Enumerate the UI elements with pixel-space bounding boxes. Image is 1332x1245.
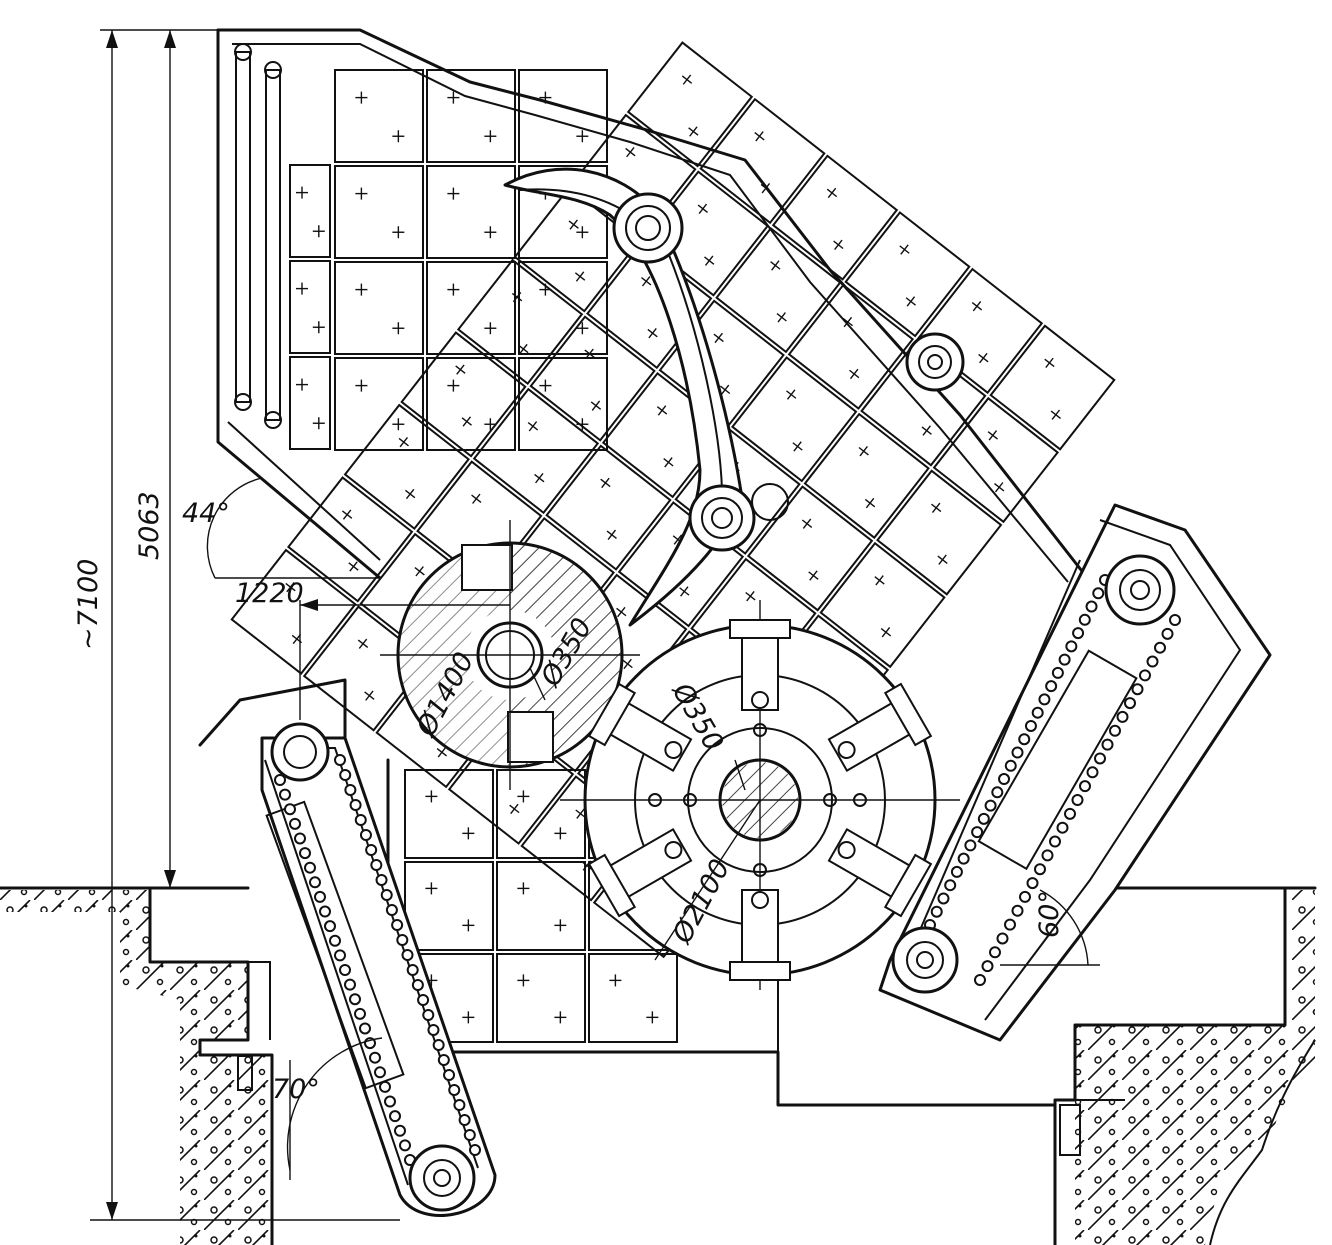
rotor-hammers xyxy=(587,619,933,981)
arm-pivot-upper xyxy=(612,192,684,264)
foundation-left xyxy=(120,886,274,1245)
height-total-label: ~7100 xyxy=(73,559,104,650)
angle-right-conveyor-label: 60° xyxy=(1034,890,1065,938)
right-conveyor-top-sprocket xyxy=(1104,554,1176,626)
arm-pivot-lower xyxy=(688,483,789,552)
angle-hopper-label: 44° xyxy=(182,498,230,529)
right-conveyor-chain xyxy=(924,574,1181,986)
dimension-lines xyxy=(90,29,1100,1221)
hanger-rods xyxy=(234,43,282,429)
right-conveyor-bottom-sprocket xyxy=(891,926,959,994)
top-right-roller xyxy=(905,332,965,392)
hopper-liner-plates xyxy=(289,69,608,451)
offset-label: 1220 xyxy=(235,578,304,609)
foundation-right xyxy=(1053,886,1316,1245)
height-partial-label: 5063 xyxy=(134,491,165,560)
right-conveyor xyxy=(878,503,1272,1042)
angle-left-conveyor-label: 70° xyxy=(272,1074,320,1105)
ground-surface xyxy=(0,886,1317,1025)
left-conveyor-bottom-sprocket xyxy=(408,1144,476,1212)
left-conveyor-top-sprocket xyxy=(270,722,330,782)
small-rotor xyxy=(380,520,640,790)
left-conveyor-chain xyxy=(274,754,481,1166)
